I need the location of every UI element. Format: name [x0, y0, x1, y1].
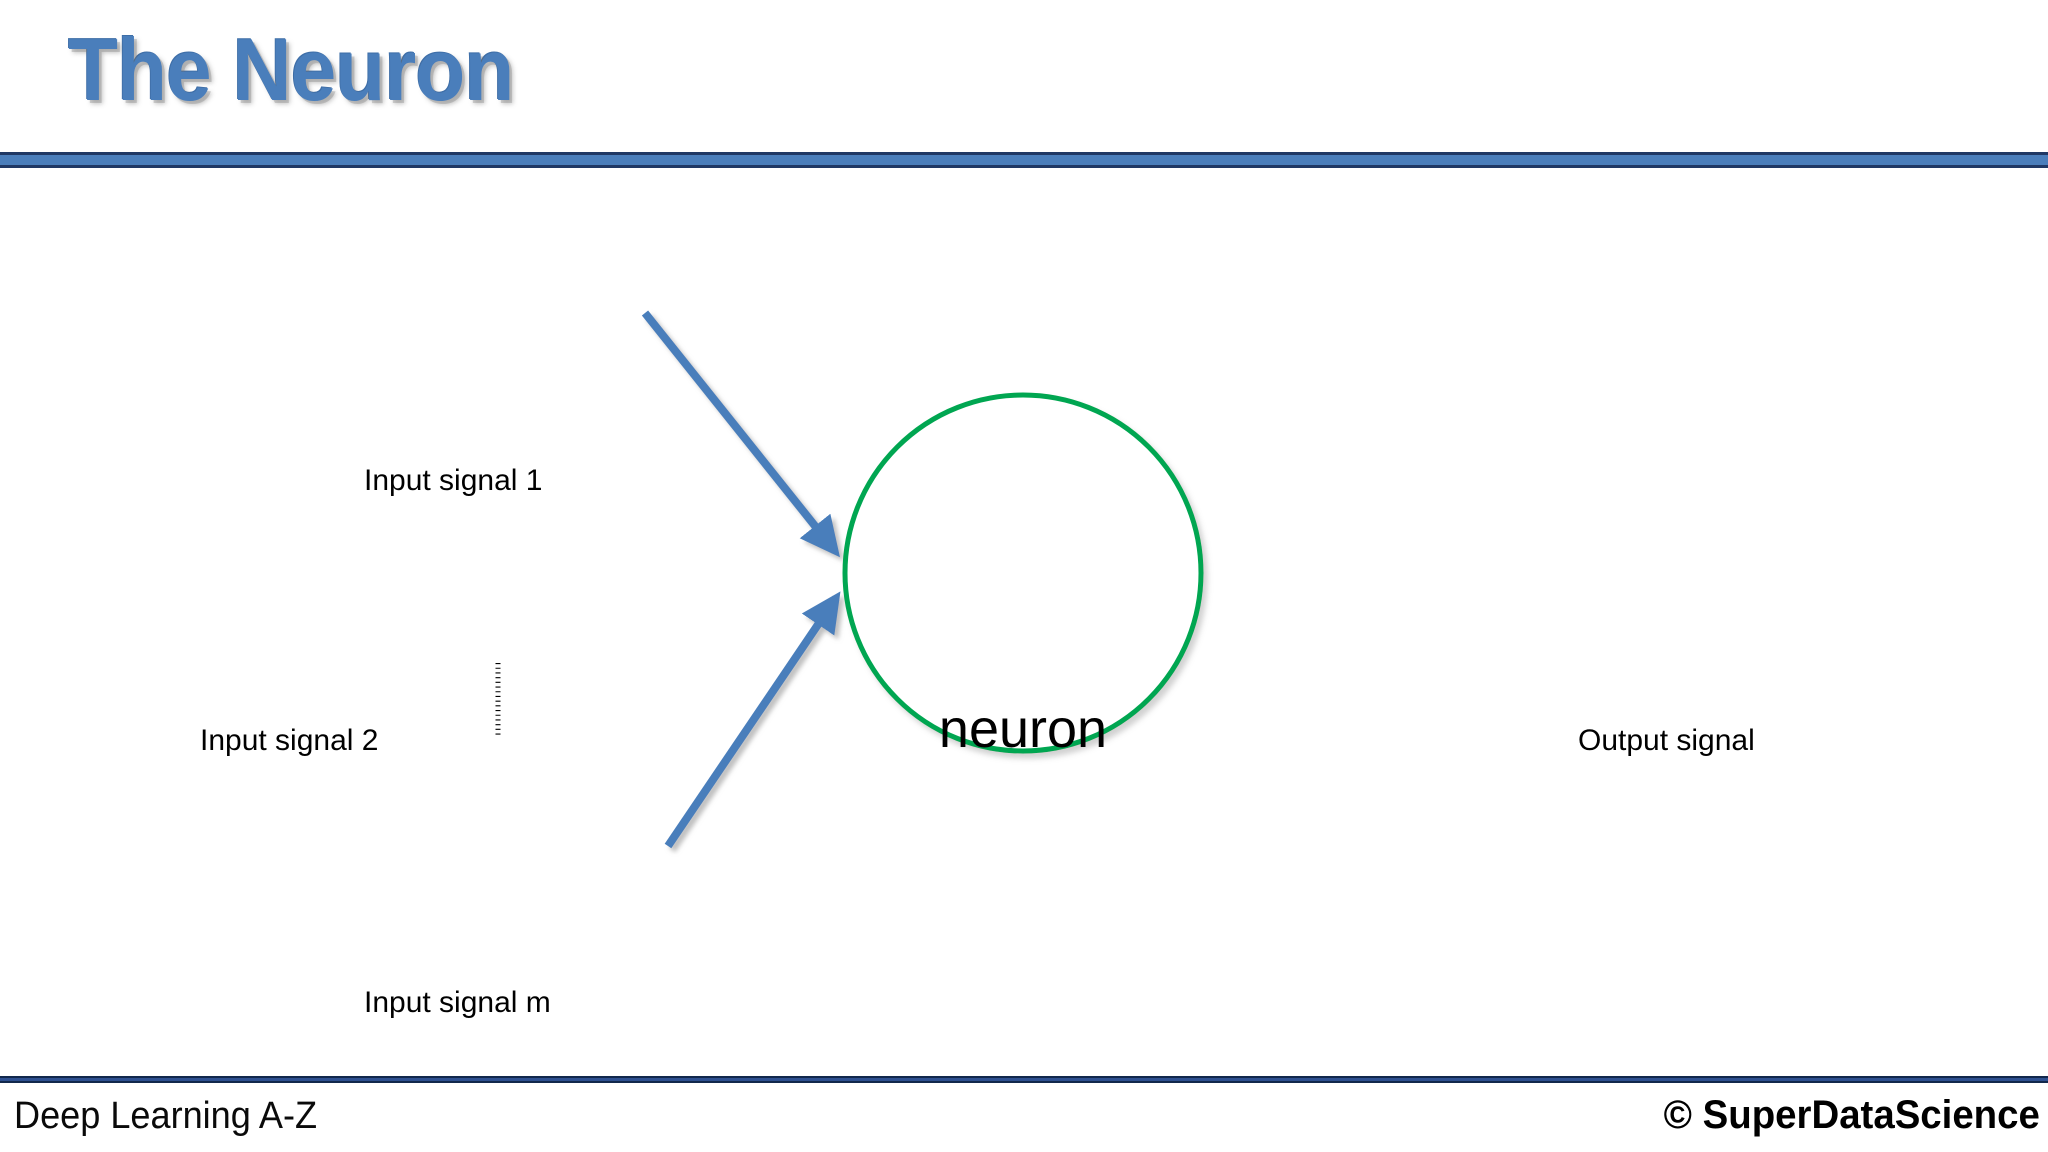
- slide-header: The Neuron: [0, 0, 2048, 152]
- footer-divider-hairline-bottom: [0, 1081, 2048, 1083]
- arrow-input-m: [664, 591, 841, 849]
- neuron-diagram: Input signal 1 Input signal 2 Input sign…: [0, 168, 2048, 1068]
- neuron-circle: [842, 392, 1204, 754]
- label-input-signal-m: Input signal m: [364, 986, 551, 1019]
- footer-divider-bar: [0, 1078, 2048, 1081]
- header-divider-bar: [0, 155, 2048, 165]
- header-divider: [0, 152, 2048, 168]
- footer-copyright: © SuperDataScience: [1663, 1093, 2040, 1137]
- footer-divider: [0, 1076, 2048, 1083]
- header-divider-hairline-top: [0, 152, 2048, 155]
- footer-course-name: Deep Learning A-Z: [14, 1095, 318, 1137]
- slide-footer: Deep Learning A-Z © SuperDataScience: [0, 1085, 2048, 1152]
- neuron-diagram-svg: [486, 310, 1556, 849]
- neuron-label: neuron: [938, 699, 1108, 759]
- arrow-input-1: [641, 310, 840, 558]
- header-divider-hairline-bottom: [0, 165, 2048, 168]
- page-title: The Neuron: [68, 20, 514, 119]
- label-input-signal-1: Input signal 1: [364, 464, 543, 497]
- footer-divider-hairline-top: [0, 1076, 2048, 1078]
- label-input-signal-2: Input signal 2: [200, 724, 379, 757]
- label-output-signal: Output signal: [1578, 724, 1755, 757]
